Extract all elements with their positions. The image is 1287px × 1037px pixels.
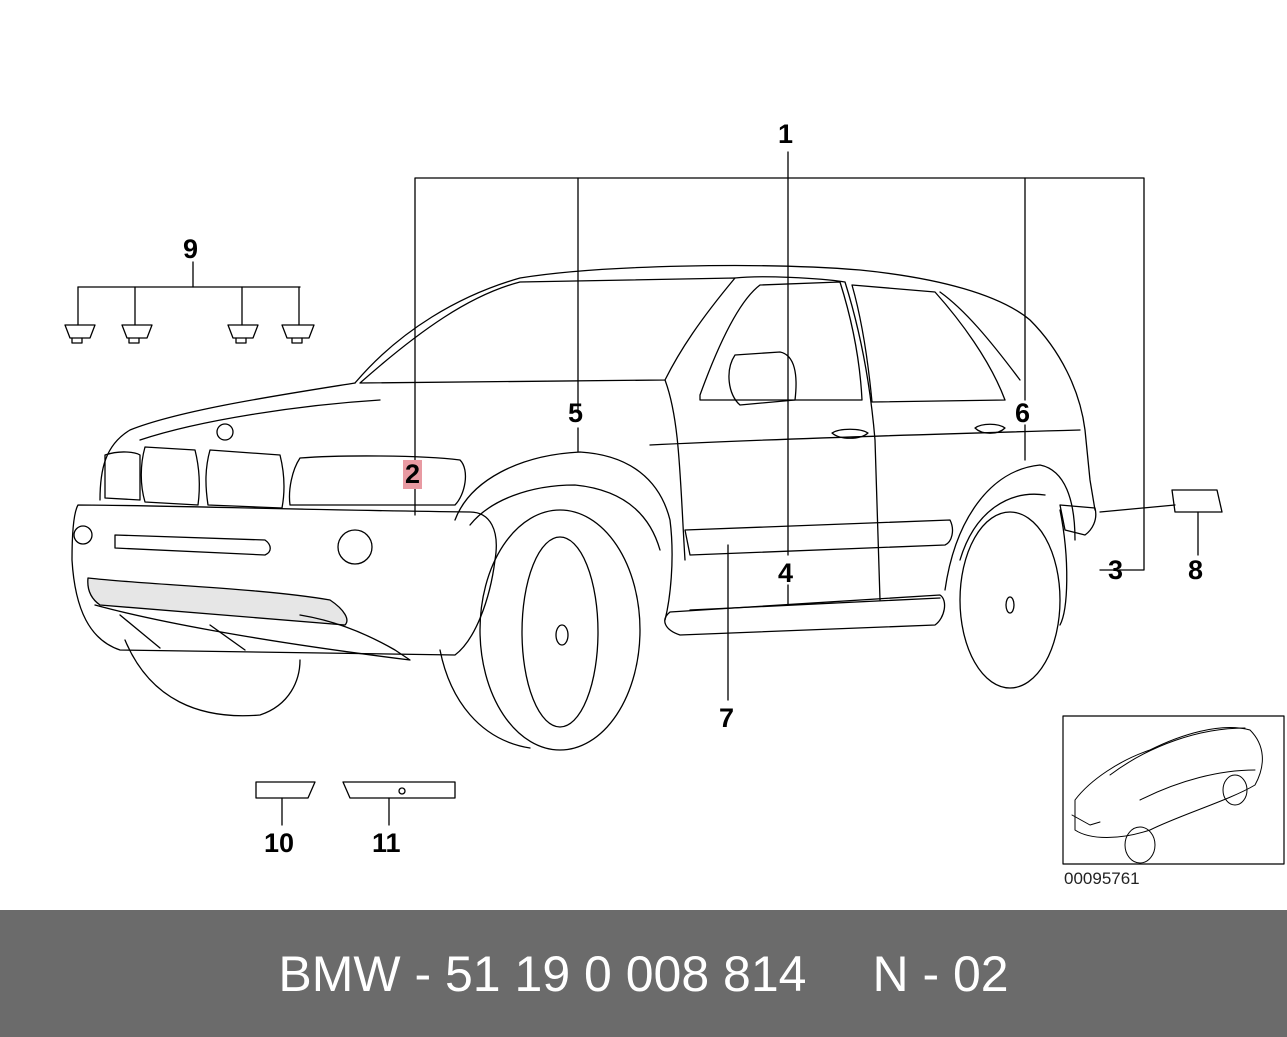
diagram-reference-number: 00095761 xyxy=(1064,869,1140,888)
footer-caption: BMW - 51 19 0 008 814 N - 02 xyxy=(0,910,1287,1037)
callout-3: 3 xyxy=(1108,555,1124,585)
car-body-outline xyxy=(71,264,1097,751)
diagram-drawing xyxy=(64,151,1285,865)
callout-4: 4 xyxy=(778,558,794,588)
callout-9: 9 xyxy=(183,234,199,264)
footer-position-label: N - 02 xyxy=(872,945,1009,1002)
callout-7: 7 xyxy=(719,703,735,733)
parts-diagram: 1 2 3 4 5 6 7 8 9 10 11 00095761 xyxy=(64,119,1285,888)
footer-part-number: 51 19 0 008 814 xyxy=(445,945,807,1002)
footer-bar: BMW - 51 19 0 008 814 N - 02 xyxy=(0,910,1287,1037)
footer-brand: BMW xyxy=(278,945,401,1002)
callout-11: 11 xyxy=(372,828,401,858)
trim-part-8 xyxy=(1171,489,1223,513)
clip-parts xyxy=(64,324,315,344)
reference-thumbnail xyxy=(1062,715,1285,865)
callout-10: 10 xyxy=(264,828,295,858)
trim-part-11 xyxy=(342,781,456,799)
footer-separator: - xyxy=(400,945,445,1002)
trim-part-10 xyxy=(255,781,316,799)
callout-6: 6 xyxy=(1015,398,1031,428)
callout-1: 1 xyxy=(778,119,794,149)
callout-8: 8 xyxy=(1188,555,1204,585)
callout-2: 2 xyxy=(403,459,423,489)
callout-5: 5 xyxy=(568,398,584,428)
leader-lines xyxy=(77,151,1199,826)
